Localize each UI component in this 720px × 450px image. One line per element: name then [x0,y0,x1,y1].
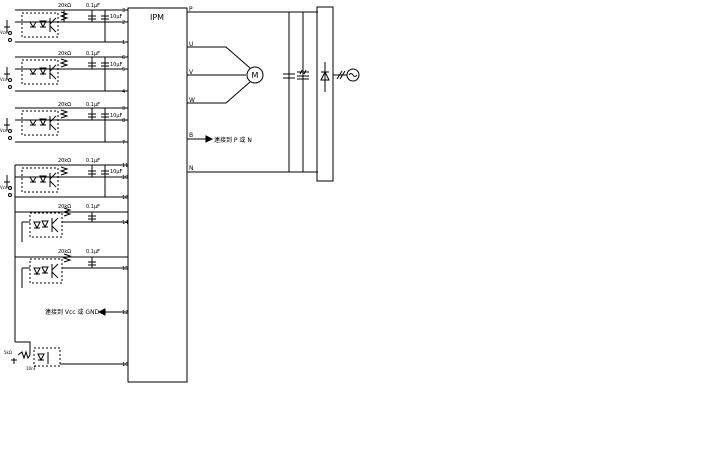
resistor-label-6: 20kΩ [58,249,71,255]
resistor-label-5: 20kΩ [58,204,71,210]
vcc-label-1: Vcc [0,30,7,35]
resistor-label-1: 20kΩ [58,3,71,9]
ecap-label-2: 10μF [110,62,123,68]
ecap-label-1: 10μF [110,14,123,20]
pin-g3-b: 8 [122,118,125,124]
pin-brake: 16 [122,362,128,368]
ipm-block [127,7,188,383]
vcc-label-2: Vcc [0,77,7,82]
pin-g3-c: 7 [122,140,125,146]
cap-label-5: 0.1μF [86,204,100,210]
drive-group-6 [21,253,128,288]
motor-label: M [252,71,259,80]
cap-label-1: 0.1μF [86,3,100,9]
pin-g1-b: 2 [122,20,125,26]
pin-g2-c: 4 [122,89,125,95]
ac-source-symbol [346,68,360,82]
drive-group-4 [4,164,128,198]
resistor-label-2: 20kΩ [58,51,71,57]
drive-group-1 [4,9,128,43]
resistor-label-3: 20kΩ [58,102,71,108]
brake-drive [11,341,128,367]
cap-label-3: 0.1μF [86,102,100,108]
drive-group-5 [21,207,128,242]
pin-g4-a: 11 [122,163,128,169]
pin-g2-b: 5 [122,67,125,73]
brake-cap-label: 10nF [26,366,37,371]
cap-label-6: 0.1μF [86,249,100,255]
terminal-v: V [189,69,194,76]
rectifier-block [316,6,334,182]
pin-g2-a: 6 [122,55,125,61]
ipm-label: IPM [150,13,164,22]
pin-gnd: 12 [122,310,128,316]
ecap-label-4: 10μF [110,169,123,175]
pin-g4-c: 18 [122,195,128,201]
ecap-label-3: 10μF [110,113,123,119]
terminal-b: B [189,132,193,139]
note-connect-vcc-or-gnd: 連接到 Vcc 或 GND [45,308,100,316]
brake-res-label: 5kΩ [4,350,12,355]
pin-g1-a: 3 [122,8,125,14]
vcc-label-4: Vcc [0,185,7,190]
terminal-p: P [189,6,193,13]
motor-symbol [246,66,264,84]
note-connect-p-or-n: 連接到 P 或 N [214,136,252,144]
pin-g3-a: 9 [122,106,125,112]
pin-g1-c: 1 [122,40,125,46]
drive-group-2 [4,56,128,92]
pin-g4-b: 10 [122,175,128,181]
terminal-n: N [189,165,194,172]
resistor-label-4: 20kΩ [58,158,71,164]
drive-group-3 [4,107,128,143]
pin-g6: 15 [122,266,128,272]
cap-label-2: 0.1μF [86,51,100,57]
terminal-u: U [189,41,193,48]
pin-g5: 14 [122,220,128,226]
cap-label-4: 0.1μF [86,158,100,164]
vcc-label-3: Vcc [0,128,7,133]
terminal-w: W [189,97,195,104]
